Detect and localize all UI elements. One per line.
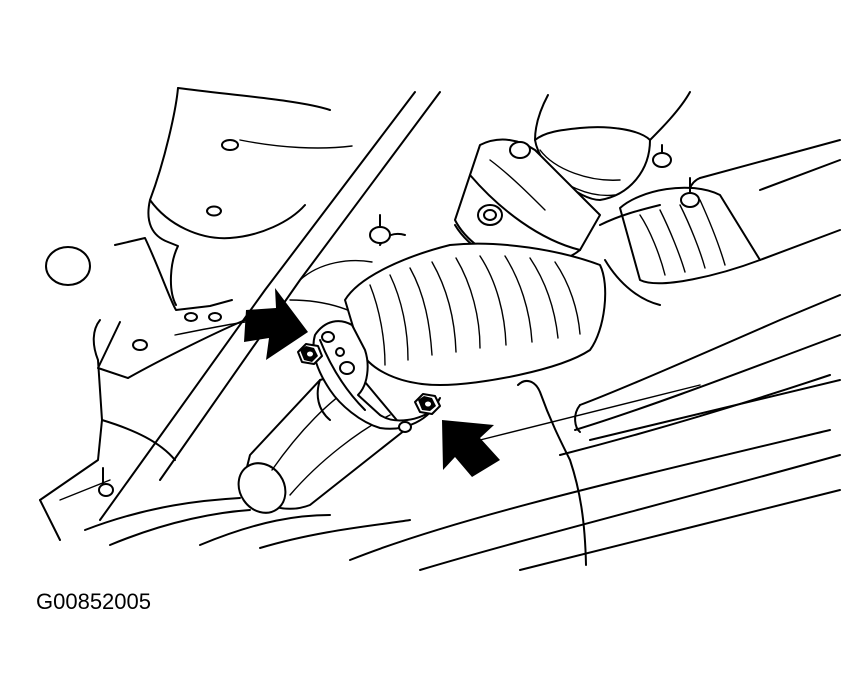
arrow-left — [244, 288, 308, 360]
front-exhaust-pipe — [237, 369, 406, 514]
oxygen-sensor-wire — [517, 379, 587, 566]
front-pipe-flange — [297, 320, 441, 433]
access-hole — [45, 246, 91, 286]
arrow-lower — [442, 420, 500, 477]
frame-rail — [349, 294, 841, 571]
front-catalytic-converter — [344, 214, 607, 386]
rear-catalytic-converter — [599, 139, 841, 306]
figure-code-caption: G00852005 — [36, 589, 151, 614]
flange-nut-lower — [414, 393, 441, 415]
flange-nut-left — [297, 343, 323, 365]
